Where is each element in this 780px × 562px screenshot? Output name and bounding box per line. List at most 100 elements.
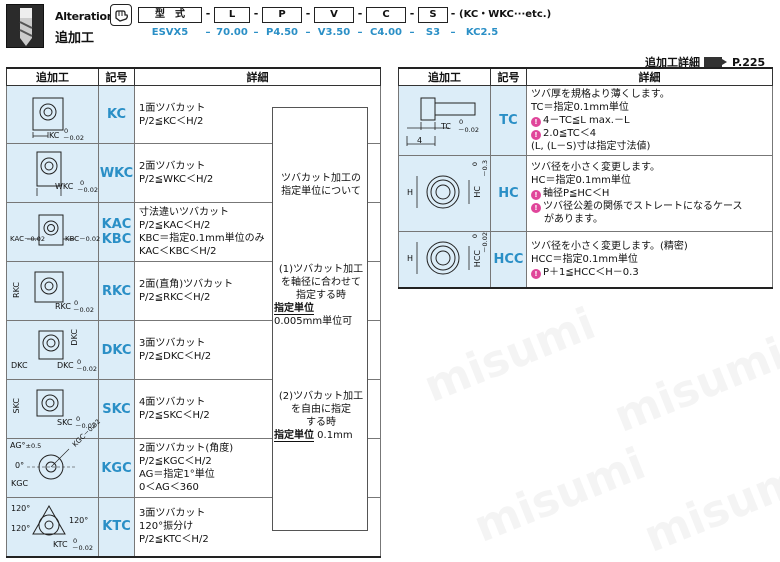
order-example-s: S3 [425, 27, 441, 38]
code-tc: TC [490, 85, 527, 156]
note-icon: ! [531, 203, 541, 213]
table-row: H HC 0 －0.3 HC ツバ径を小さく変更します。 HC＝指定0.1mm単… [398, 155, 773, 232]
order-example-dash: – [450, 27, 456, 38]
figure-rkc: RKC RKC 0 －0.02 [6, 261, 99, 321]
reference-link[interactable]: 追加工詳細 P.225 [645, 54, 765, 70]
order-example-dash: – [409, 27, 415, 38]
label-tc: TC [441, 122, 452, 131]
label-dkc: DKC [57, 361, 74, 370]
code-kc: KC [98, 85, 135, 144]
header-code: 記号 [490, 67, 527, 86]
table-row: KC 0 －0.02 KC 1面ツバカット P/2≦KC＜H/2 [6, 85, 381, 144]
table-row: TC 0 －0.02 4 TC ツバ厚を規格より薄くします。 TC＝指定0.1m… [398, 85, 773, 156]
label-ag: AG°±0.5 [10, 441, 42, 450]
figure-kc: KC 0 －0.02 [6, 85, 99, 144]
order-field-model: 型 式 [138, 7, 202, 23]
detail-hcc: ツバ径を小さく変更します。(精密) HCC＝指定0.1mm単位 !P＋1≦HCC… [526, 231, 773, 289]
label-120-a: 120° [11, 504, 31, 513]
label-h: H [407, 188, 414, 197]
header-code: 記号 [98, 67, 135, 86]
label-120-c: 120° [11, 524, 31, 533]
order-extra: (KC・WKC···etc.) [459, 9, 552, 20]
alterations-title-jp: 追加工 [55, 31, 95, 46]
figure-tc: TC 0 －0.02 4 [398, 85, 491, 156]
alterations-logo [6, 4, 44, 48]
code-skc: SKC [98, 379, 135, 439]
label-rkc-v: RKC [12, 282, 21, 298]
label-four: 4 [417, 136, 423, 145]
order-hand-icon [110, 4, 132, 26]
note-icon: ! [531, 130, 541, 140]
order-dash: - [357, 7, 363, 20]
reference-label: 追加工詳細 [645, 56, 700, 69]
order-dash: - [205, 7, 211, 20]
reference-page[interactable]: P.225 [732, 55, 766, 69]
figure-hc: H HC 0 －0.3 [398, 155, 491, 232]
table-row: 120° 120° 120° KTC 0 －0.02 KTC 3面ツバカット 1… [6, 497, 381, 558]
order-example-model: ESVX5 [151, 27, 189, 38]
label-kac: KAC－0.02 [10, 235, 46, 243]
header-alteration: 追加工 [6, 67, 99, 86]
alterations-title-en: Alterations [55, 10, 121, 23]
order-field-s: S [418, 7, 448, 23]
order-field-p: P [262, 7, 302, 23]
label-rkc: RKC [55, 302, 71, 311]
label-kgc: KGC [11, 479, 29, 488]
note-icon: ! [531, 268, 541, 279]
code-kgc: KGC [98, 438, 135, 498]
figure-dkc: DKC DKC DKC 0 －0.02 [6, 320, 99, 380]
table-row: RKC RKC 0 －0.02 RKC 2面(直角)ツバカット P/2≦RKC＜… [6, 261, 381, 321]
code-dkc: DKC [98, 320, 135, 380]
label-dkc-v: DKC [70, 329, 79, 346]
code-hc: HC [490, 155, 527, 232]
label-skc-v: SKC [12, 398, 21, 414]
order-example-v: V3.50 [317, 27, 351, 38]
code-wkc: WKC [98, 143, 135, 203]
order-example-l: 70.00 [216, 27, 248, 38]
watermark: misumi [416, 298, 603, 413]
watermark: misumi [606, 328, 780, 443]
order-dash: - [253, 7, 259, 20]
label-wkc: WKC [55, 182, 74, 191]
table-row: H HCC 0 －0.02 HCC ツバ径を小さく変更します。(精密) HCC＝… [398, 231, 773, 289]
drill-icon [19, 8, 33, 46]
detail-hc: ツバ径を小さく変更します。 HC＝指定0.1mm単位 !軸径P≦HC＜H !ツバ… [526, 155, 773, 232]
code-rkc: RKC [98, 261, 135, 321]
order-dash: - [450, 7, 456, 20]
detail-tc: ツバ厚を規格より薄くします。 TC＝指定0.1mm単位 !4－TC≦L max.… [526, 85, 773, 156]
watermark: misumi [466, 438, 653, 553]
order-dash: - [305, 7, 311, 20]
label-zero-deg: 0° [15, 461, 25, 470]
unit-note-1: (1)ツバカット加工 を軸径に合わせて 指定する時 指定単位 0.005mm単位… [274, 264, 364, 327]
label-dkc-left: DKC [11, 361, 28, 370]
label-ktc: KTC [53, 540, 68, 549]
figure-ktc: 120° 120° 120° KTC 0 －0.02 [6, 497, 99, 558]
header-alteration: 追加工 [398, 67, 491, 86]
order-example-dash: – [205, 27, 211, 38]
label-120-b: 120° [69, 516, 89, 525]
code-ktc: KTC [98, 497, 135, 558]
header-detail: 詳細 [526, 67, 773, 86]
label-skc: SKC [57, 418, 73, 427]
order-example-dash: – [357, 27, 363, 38]
reference-arrow-icon [704, 56, 727, 68]
order-dash: - [409, 7, 415, 20]
unit-notes-column: ツバカット加工の 指定単位について (1)ツバカット加工 を軸径に合わせて 指定… [272, 107, 368, 531]
watermark: misumi [636, 448, 780, 562]
header-detail: 詳細 [134, 67, 381, 86]
order-example-alteration: KC2.5 [465, 27, 499, 38]
code-hcc: HCC [490, 231, 527, 289]
label-kbc: KBC－0.02 [65, 235, 101, 243]
note-icon: ! [531, 190, 541, 200]
order-example-dash: – [253, 27, 259, 38]
figure-kgc: AG°±0.5 0° KGC KGC－0.02 [6, 418, 102, 498]
order-field-c: C [366, 7, 406, 23]
note-icon: ! [531, 117, 541, 127]
unit-note-2: (2)ツバカット加工 を自由に指定 する時 指定単位 0.1mm [274, 391, 364, 442]
order-field-l: L [214, 7, 250, 23]
figure-kac-kbc: KAC－0.02 KBC－0.02 [6, 202, 101, 262]
figure-wkc: WKC 0 －0.02 [6, 143, 99, 203]
label-hc: HC [473, 186, 482, 198]
alterations-table-right: 追加工 記号 詳細 TC 0 －0.02 4 [398, 67, 773, 289]
